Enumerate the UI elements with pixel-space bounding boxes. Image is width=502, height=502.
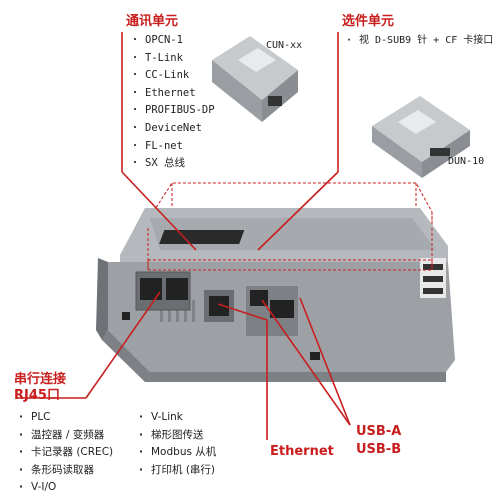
serial-list-col2: V-Link 梯形图传送 Modbus 从机 打印机 (串行) [134,409,216,479]
list-item: 打印机 (串行) [134,462,216,480]
list-item: FL-net [128,138,215,156]
option-unit-list: 视 D-SUB9 针 + CF 卡接口 [342,32,493,50]
list-item: T-Link [128,50,215,68]
list-item: CC-Link [128,67,215,85]
option-unit-title: 选件单元 [342,14,395,29]
cun-module [212,36,298,122]
cun-module-label: CUN-xx [266,40,303,51]
ethernet-label: Ethernet [270,444,334,459]
usb-b-label: USB-B [356,442,402,457]
list-item: PROFIBUS-DP [128,102,215,120]
list-item: 卡记录器 (CREC) [14,444,113,462]
list-item: V-I/O [14,479,113,497]
list-item: 条形码读取器 [14,462,113,480]
list-item: OPCN-1 [128,32,215,50]
list-item: SX 总线 [128,155,215,173]
serial-list-col1: PLC 温控器 / 变频器 卡记录器 (CREC) 条形码读取器 V-I/O [14,409,113,497]
list-item: 温控器 / 变频器 [14,427,113,445]
list-item: 视 D-SUB9 针 + CF 卡接口 [342,32,493,50]
list-item: V-Link [134,409,216,427]
serial-title-line2: RJ45口 [14,388,60,403]
list-item: 梯形图传送 [134,427,216,445]
list-item: Modbus 从机 [134,444,216,462]
serial-title: 串行连接 RJ45口 [14,372,66,404]
comm-unit-list: OPCN-1 T-Link CC-Link Ethernet PROFIBUS-… [128,32,215,173]
dun-module [372,96,470,178]
comm-unit-title: 通讯单元 [126,14,179,29]
list-item: PLC [14,409,113,427]
serial-title-line1: 串行连接 [14,372,67,387]
callout-lines [16,32,351,440]
list-item: DeviceNet [128,120,215,138]
expansion-bay-outline-front [147,228,433,271]
dun-module-label: DUN-10 [448,156,485,167]
list-item: Ethernet [128,85,215,103]
hmi-rear-body [96,208,455,382]
usb-a-label: USB-A [356,424,402,439]
